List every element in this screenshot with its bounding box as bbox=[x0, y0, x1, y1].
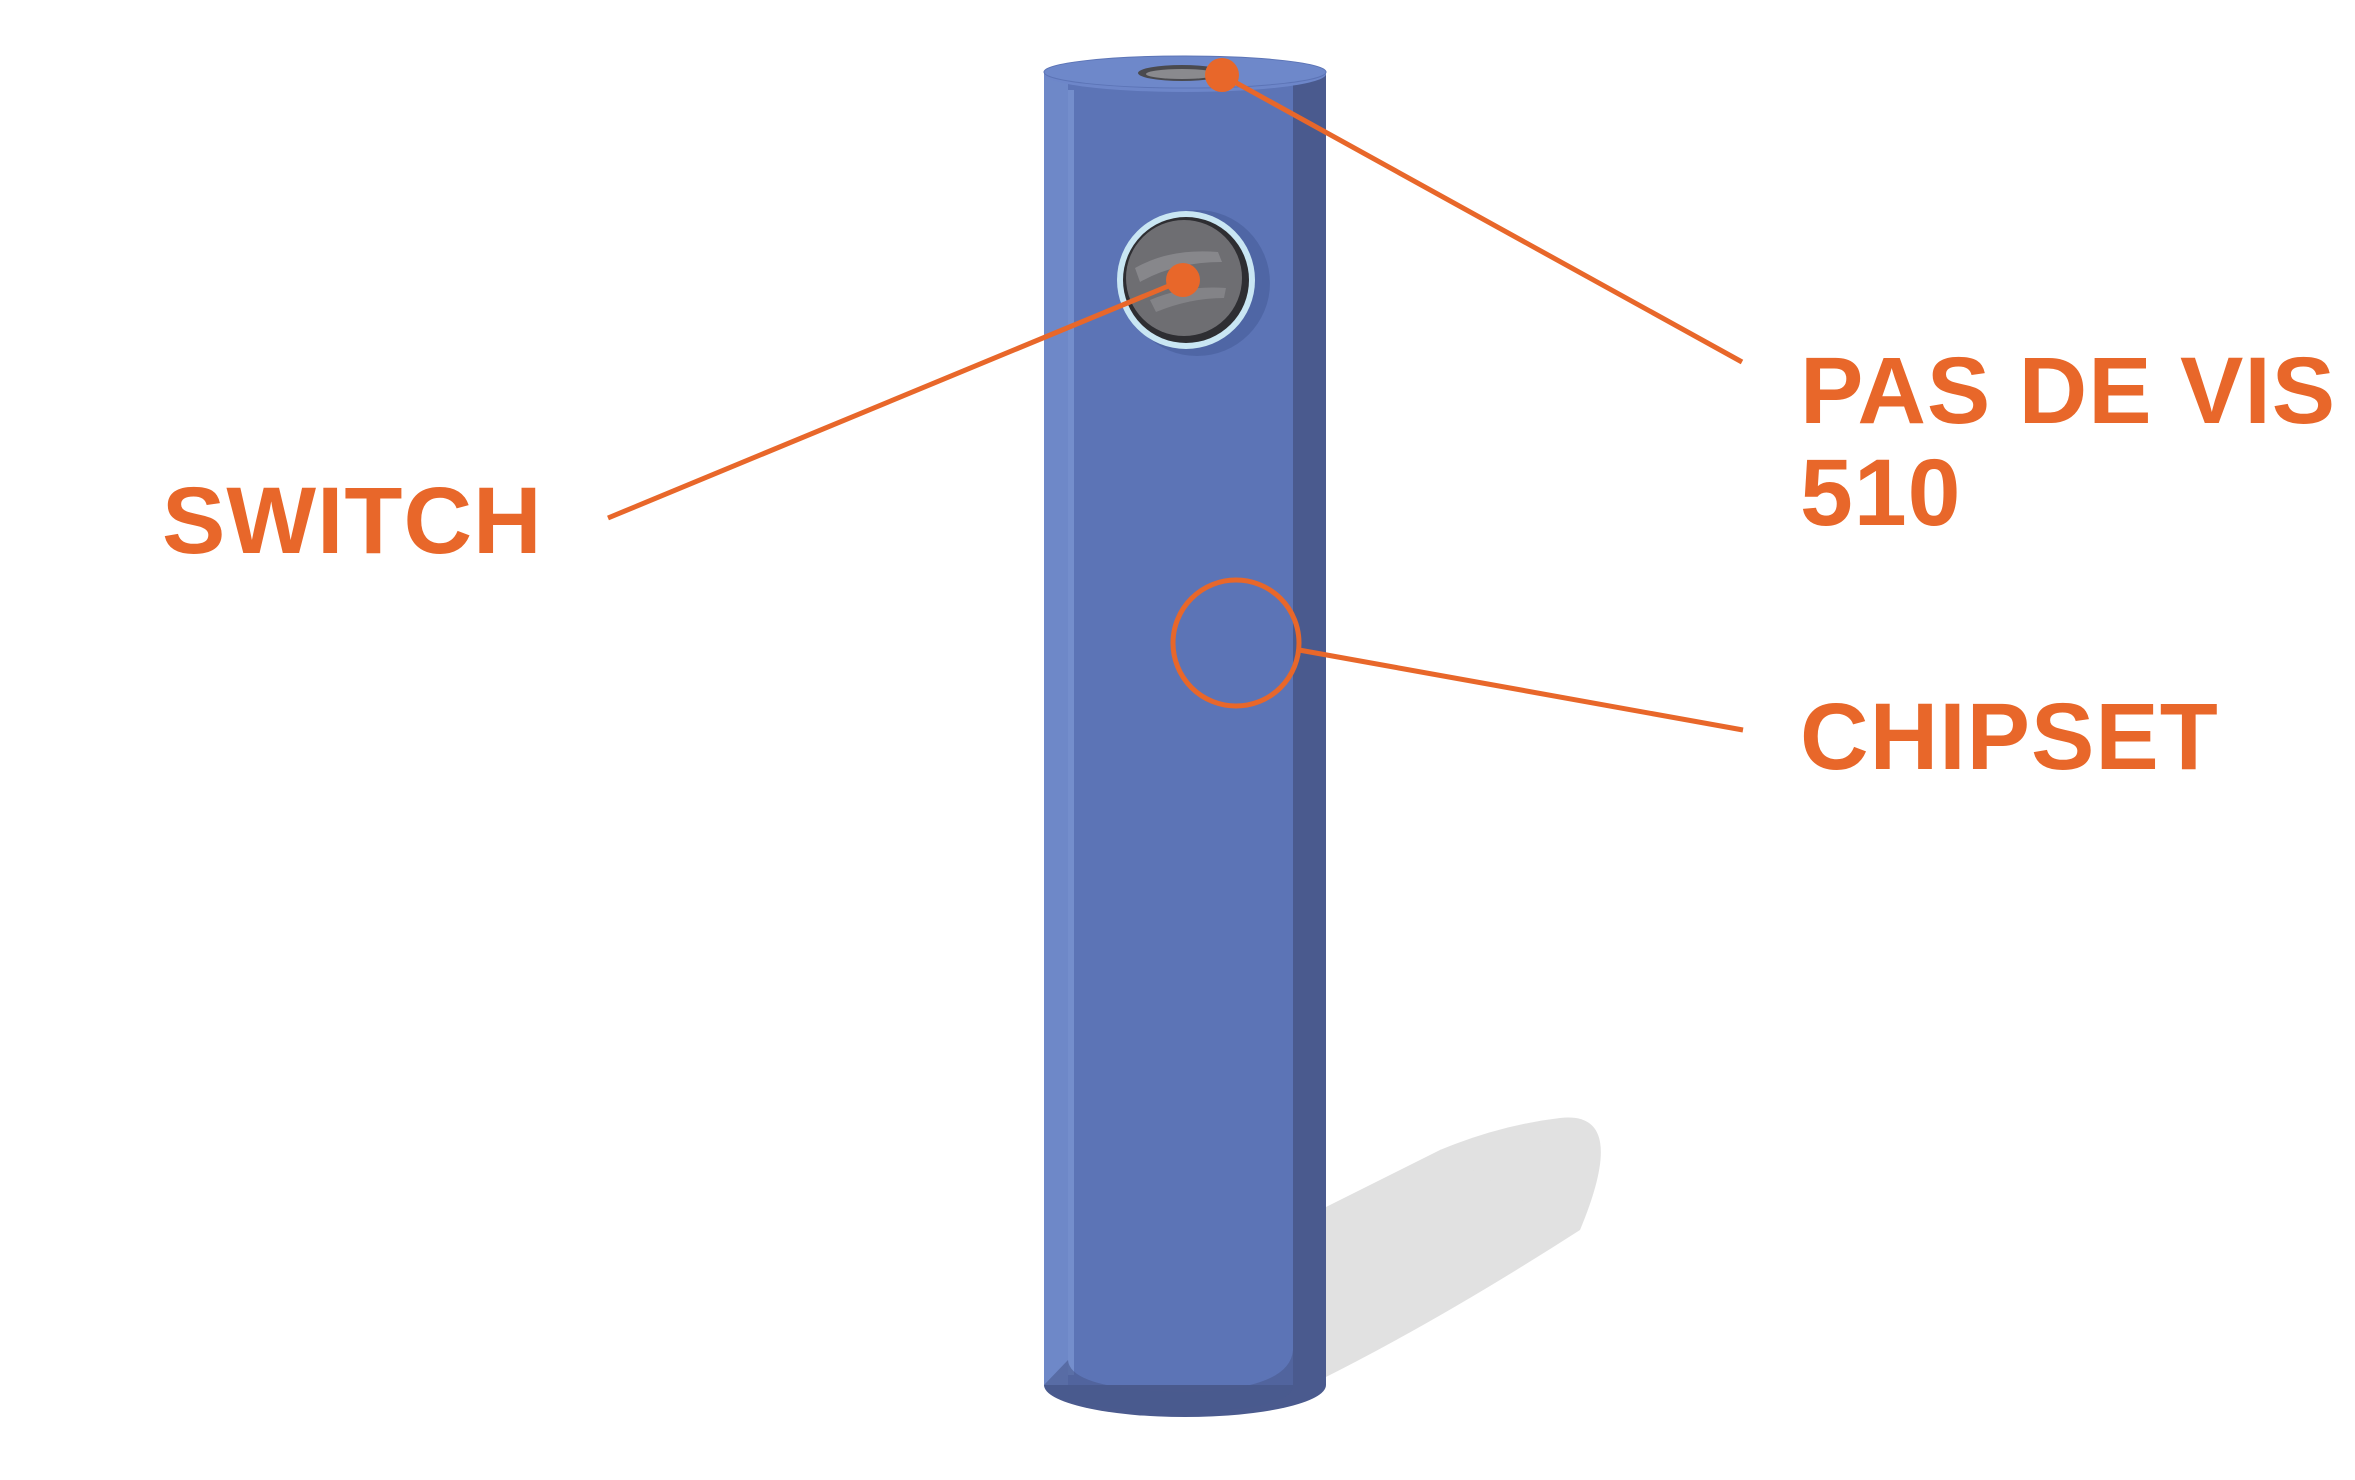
chipset-label: CHIPSET bbox=[1800, 684, 2219, 790]
thread-label-line1: PAS DE VIS bbox=[1800, 338, 2337, 444]
thread-label-line2: 510 bbox=[1800, 440, 1962, 546]
thread-label: PAS DE VIS 510 bbox=[1800, 340, 2336, 544]
chipset-marker-circle bbox=[1170, 577, 1302, 709]
switch-marker-dot bbox=[1166, 263, 1200, 297]
switch-label: SWITCH bbox=[162, 468, 543, 574]
thread-leader-line bbox=[1220, 72, 1744, 365]
switch-leader-line bbox=[607, 277, 1184, 521]
chipset-leader-line bbox=[1298, 647, 1744, 733]
ground-shadow-tip bbox=[1440, 1136, 1585, 1232]
thread-marker-dot bbox=[1205, 58, 1239, 92]
top-cap bbox=[1043, 55, 1327, 92]
